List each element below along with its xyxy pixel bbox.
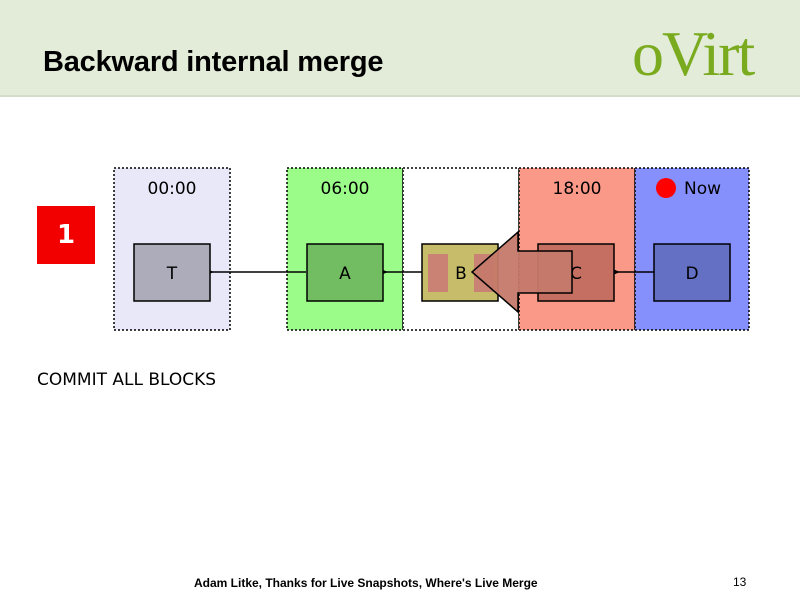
now-marker-icon: [656, 178, 676, 198]
image-block-t: [133, 243, 211, 302]
image-block-d: [653, 243, 731, 302]
time-label-0600: 06:00: [321, 179, 370, 199]
image-label-a: A: [339, 264, 351, 284]
time-label-0000: 00:00: [148, 179, 197, 199]
image-label-c: C: [570, 264, 582, 284]
ovirt-logo: oVirt: [632, 18, 755, 89]
merge-diagram: 00:00 06:00 18:00 Now T A B C D: [113, 167, 750, 331]
step-badge: 1: [37, 206, 95, 264]
time-label-1800: 18:00: [553, 179, 602, 199]
slide-caption: COMMIT ALL BLOCKS: [37, 370, 217, 390]
merge-arrow: [470, 230, 573, 314]
slide-title: Backward internal merge: [43, 46, 384, 78]
slide-header: [0, 0, 800, 95]
image-block-b-region-left: [428, 254, 448, 292]
time-label-now: Now: [684, 179, 721, 199]
image-label-d: D: [685, 264, 698, 284]
image-label-b: B: [455, 264, 467, 284]
slide-footer: Adam Litke, Thanks for Live Snapshots, W…: [194, 576, 538, 590]
page-number: 13: [733, 575, 747, 589]
image-block-a: [306, 243, 384, 302]
header-divider: [0, 95, 800, 97]
image-label-t: T: [166, 264, 178, 284]
